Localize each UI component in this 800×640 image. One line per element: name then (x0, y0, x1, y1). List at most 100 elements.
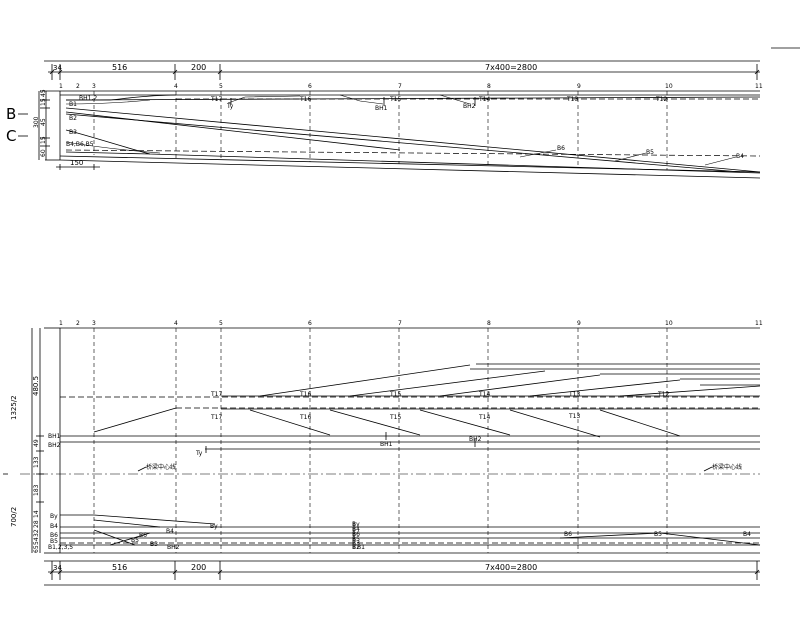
plan-slab-bh2: BH2 (167, 544, 180, 551)
plan-section-2: 2 (76, 320, 80, 327)
elev-section-10: 10 (665, 83, 673, 90)
centerline-label-left: 桥梁中心线 (146, 463, 176, 471)
plan-upper-t13: T13 (568, 391, 580, 398)
plan-dim-1325-2: 1325/2 (10, 395, 18, 420)
plan-lower-t13: T13 (568, 413, 580, 420)
plan-dim-small-65: 65 (33, 545, 40, 553)
elev-section-5: 5 (219, 83, 223, 90)
elev-dim-45-top: 45 (40, 89, 47, 97)
dim-2800-top: 7x400=2800 (485, 63, 537, 72)
elev-label-b4: B4 (736, 153, 744, 160)
plan-section-4: 4 (174, 320, 178, 327)
plan-dim-133: 133 (33, 456, 40, 468)
plan-right-b6: B6 (564, 531, 572, 538)
elev-section-9: 9 (577, 83, 581, 90)
elev-label-bh2: BH2 (463, 103, 476, 110)
elev-label-b5: B5 (646, 149, 654, 156)
centerline-label-right: 桥梁中心线 (712, 463, 742, 471)
bundle-label-bh12: BH1,2 (79, 95, 97, 102)
section-mark-c: C (6, 127, 16, 145)
plan-side-bh1: BH1 (48, 433, 61, 440)
elevation-view: 1 2 3 4 5 6 7 8 9 10 11 (6, 83, 763, 179)
elev-dim-15-top: 15 (40, 98, 47, 106)
plan-web-bh2: BH2 (469, 436, 482, 443)
plan-dim-49: 49 (33, 439, 40, 447)
elev-label-t13: T13 (566, 96, 578, 103)
elev-section-1: 1 (59, 83, 63, 90)
plan-section-9: 9 (577, 320, 581, 327)
elev-section-11: 11 (755, 83, 763, 90)
plan-section-1: 1 (59, 320, 63, 327)
elev-section-4: 4 (174, 83, 178, 90)
top-dimension-row: 34 516 200 7x400=2800 (44, 60, 760, 80)
elev-dim-15-bottom: 15 (40, 136, 47, 144)
section-mark-b: B (6, 105, 16, 123)
dim-34-bottom: 34 (53, 564, 62, 572)
plan-section-3: 3 (92, 320, 96, 327)
elev-section-8: 8 (487, 83, 491, 90)
plan-upper-t15: T15 (389, 391, 401, 398)
elev-label-t12: T12 (655, 96, 667, 103)
plan-section-5: 5 (219, 320, 223, 327)
plan-slab-b3: B3 (150, 541, 158, 548)
elev-section-2: 2 (76, 83, 80, 90)
plan-stack-b1: B1 (357, 544, 365, 551)
bundle-label-b1: B1 (69, 101, 77, 108)
plan-upper-t16: T16 (299, 391, 311, 398)
plan-upper-t12: T12 (657, 391, 669, 398)
elev-dim-300: 300 (33, 116, 40, 128)
plan-section-6: 6 (308, 320, 312, 327)
dim-2800-bottom: 7x400=2800 (485, 563, 537, 572)
plan-section-11: 11 (755, 320, 763, 327)
plan-right-b4: B4 (743, 531, 751, 538)
plan-bottom-side-by: By (50, 513, 58, 520)
plan-slab-b4: B4 (166, 528, 174, 535)
plan-side-bh2: BH2 (48, 442, 61, 449)
elev-label-b6: B6 (557, 145, 565, 152)
plan-upper-t17: T17 (210, 391, 222, 398)
dim-200-bottom: 200 (191, 563, 206, 572)
plan-web-bh1: BH1 (380, 441, 393, 448)
plan-dim-small-14: 14 (33, 510, 40, 518)
plan-right-b5: B5 (654, 531, 662, 538)
dim-516-top: 516 (112, 63, 127, 72)
elev-section-7: 7 (398, 83, 402, 90)
plan-bottom-side-b1235: B1,2,3,5 (48, 544, 73, 551)
plan-dim-700-2: 700/2 (10, 507, 18, 527)
dim-200-top: 200 (191, 63, 206, 72)
plan-section-10: 10 (665, 320, 673, 327)
plan-dim-183: 183 (33, 484, 40, 496)
plan-side-ty: Ty (195, 450, 203, 457)
elev-dim-45-mid: 45 (40, 118, 47, 126)
plan-dim-small-28: 28 (33, 520, 40, 528)
plan-section-7: 7 (398, 320, 402, 327)
plan-stack-b4: B4 (352, 526, 360, 533)
plan-slab-b6: B6 (139, 532, 147, 539)
plan-lower-t15: T15 (389, 414, 401, 421)
plan-section-8: 8 (487, 320, 491, 327)
elev-label-ty: Ty (226, 103, 234, 110)
plan-dim-small-54: 54 (33, 537, 40, 545)
plan-bottom-side-b6: B6 (50, 532, 58, 539)
elev-label-t15: T15 (389, 96, 401, 103)
plan-view: 1 2 3 4 5 6 7 8 9 10 11 (3, 320, 763, 554)
plan-lower-t14: T14 (478, 414, 490, 421)
bundle-label-b2: B2 (69, 115, 77, 122)
elev-dim-60: 60 (40, 149, 47, 157)
dim-516-bottom: 516 (112, 563, 127, 572)
plan-dim-small-32: 32 (33, 529, 40, 537)
plan-stack-b3: B3 (352, 540, 360, 547)
plan-lower-t16: T16 (299, 414, 311, 421)
bundle-label-b3: B3 (69, 129, 77, 136)
elev-label-t14: T14 (478, 96, 490, 103)
elev-section-6: 6 (308, 83, 312, 90)
elev-label-t17: T17 (210, 96, 222, 103)
plan-bottom-side-b5: B5 (50, 538, 58, 545)
bottom-dimension-row: 34 516 200 7x400=2800 (44, 560, 760, 586)
plan-stack-b2: B2 (352, 544, 360, 551)
plan-slab-b5: B5 (131, 537, 139, 544)
plan-lower-t17: T17 (210, 414, 222, 421)
elev-dim-150: 150 (70, 159, 83, 167)
plan-stack-b6: B6 (352, 531, 360, 538)
